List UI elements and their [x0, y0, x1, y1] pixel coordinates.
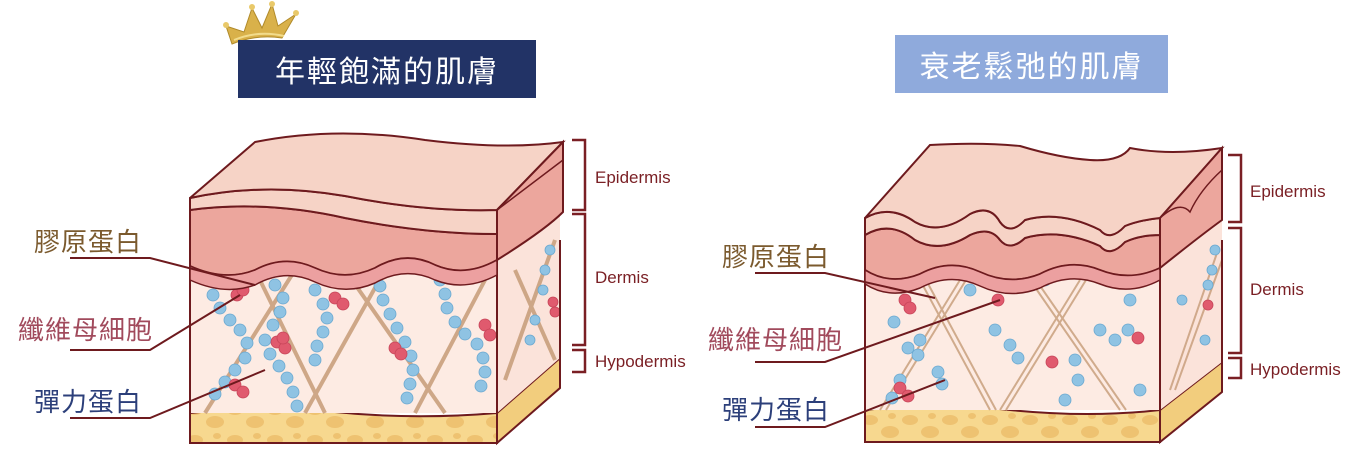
young-hypodermis-label: Hypodermis: [595, 352, 686, 371]
young-skin-diagram: [189, 132, 566, 446]
crown-icon: [223, 1, 299, 45]
aged-collagen-label: 膠原蛋白: [722, 243, 831, 273]
aged-hypodermis-label: Hypodermis: [1250, 360, 1341, 379]
young-elastin-label: 彈力蛋白: [34, 388, 143, 418]
aged-dermis-label: Dermis: [1250, 280, 1304, 299]
young-dermis-label: Dermis: [595, 268, 649, 287]
aged-skin-diagram: [864, 142, 1225, 445]
young-epidermis-label: Epidermis: [595, 168, 671, 187]
aged-elastin-label: 彈力蛋白: [722, 396, 831, 426]
aged-skin-title: 衰老鬆弛的肌膚: [895, 35, 1168, 93]
young-skin-title: 年輕飽滿的肌膚: [238, 40, 536, 98]
young-collagen-label: 膠原蛋白: [34, 228, 143, 258]
young-fibroblast-label: 纖維母細胞: [18, 316, 154, 346]
aged-fibroblast-label: 纖維母細胞: [708, 326, 844, 356]
aged-epidermis-label: Epidermis: [1250, 182, 1326, 201]
